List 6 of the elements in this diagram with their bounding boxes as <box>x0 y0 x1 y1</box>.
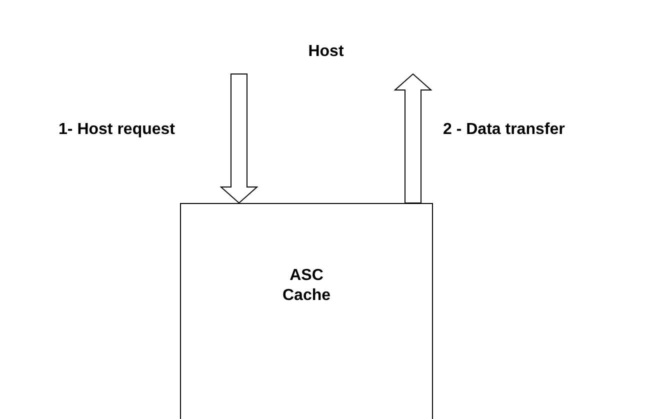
edge-label: 1- Host request <box>58 120 175 140</box>
host-label: Host <box>210 38 442 74</box>
block-arrow <box>394 74 432 204</box>
cache-box: ASC Cache <box>180 203 433 419</box>
block-arrow <box>220 74 258 204</box>
edge-label: 2 - Data transfer <box>443 120 566 140</box>
